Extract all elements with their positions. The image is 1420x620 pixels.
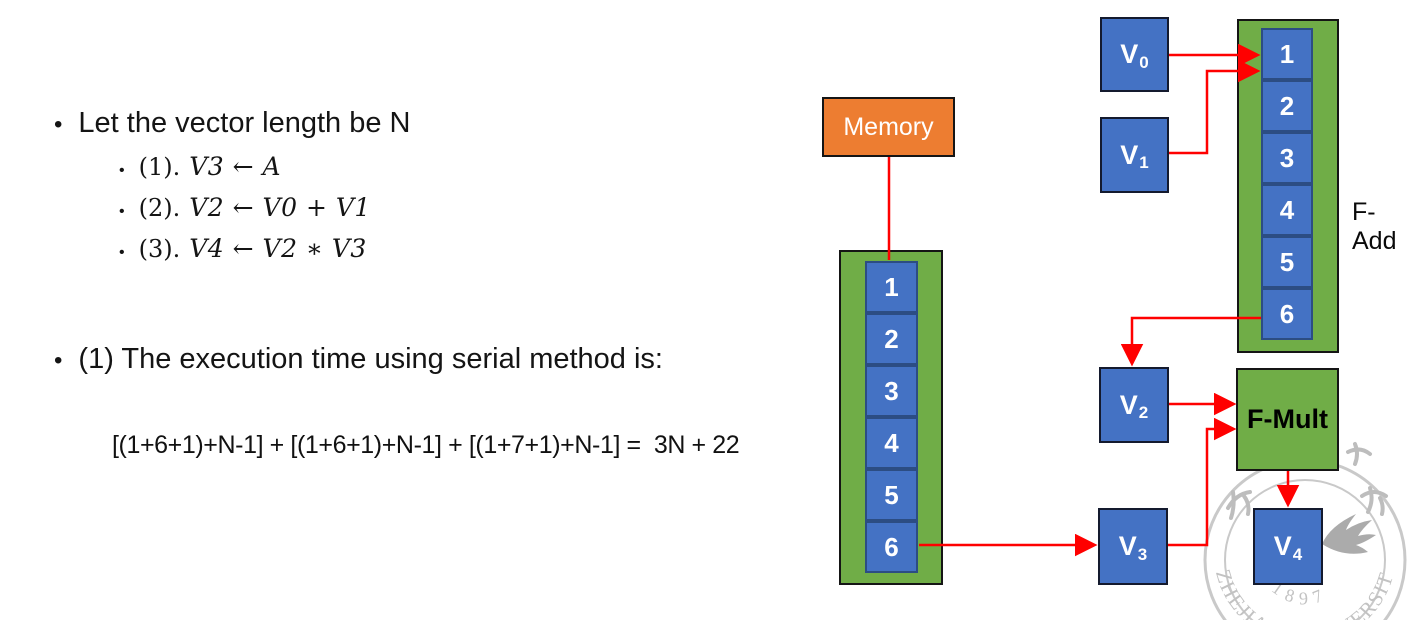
bullet-item-2: • (1) The execution time using serial me…	[54, 343, 663, 376]
bullet-icon: •	[119, 203, 125, 220]
seal-eagle-icon	[1322, 514, 1376, 554]
bullet-icon: •	[119, 244, 125, 261]
step-prefix: (2).	[138, 194, 181, 222]
bullet-icon: •	[54, 347, 63, 374]
fadd-cell-4: 4	[1261, 184, 1313, 236]
fadd-cell-6: 6	[1261, 288, 1313, 340]
register-subscript: 2	[1138, 403, 1149, 422]
register-label: V	[1120, 139, 1139, 170]
memory-cell-2: 2	[865, 313, 918, 365]
bullet1-text: Let the vector length be N	[78, 107, 411, 139]
register-subscript: 1	[1139, 153, 1149, 172]
register-label: V	[1273, 531, 1292, 561]
register-label: V	[1120, 39, 1139, 69]
bullet-icon: •	[119, 162, 125, 179]
fadd-cell-2: 2	[1261, 80, 1313, 132]
register-label: V	[1119, 389, 1138, 420]
seal-inner-ring	[1224, 479, 1386, 620]
step-prefix: (3).	[138, 235, 181, 263]
step-item-1: • (1). V3 ← A	[119, 152, 281, 181]
step-item-3: • (3). V4 ← V2 ∗ V3	[119, 234, 367, 263]
register-subscript: 0	[1139, 52, 1149, 72]
fadd-label: F-Add	[1352, 198, 1397, 255]
memory-cell-4: 4	[865, 417, 918, 469]
register-subscript: 4	[1292, 544, 1303, 564]
register-label: V	[1118, 531, 1137, 561]
fmult-box: F-Mult	[1236, 368, 1339, 471]
memory-cell-3: 3	[865, 365, 918, 417]
bullet-item-1: • Let the vector length be N	[54, 107, 411, 140]
memory-cell-1: 1	[865, 261, 918, 313]
formula-text: [(1+6+1)+N-1] + [(1+6+1)+N-1] + [(1+7+1)…	[112, 431, 740, 459]
step-math: V4 ← V2 ∗ V3	[189, 234, 367, 263]
fmult-label: F-Mult	[1247, 404, 1328, 434]
fadd-cell-3: 3	[1261, 132, 1313, 184]
register-subscript: 3	[1137, 544, 1148, 564]
step-item-2: • (2). V2 ← V0 + V1	[119, 193, 371, 222]
fadd-cell-1: 1	[1261, 28, 1313, 80]
step-math: V3 ← A	[189, 152, 282, 181]
bullet-icon: •	[54, 111, 63, 138]
memory-cell-6: 6	[865, 521, 918, 573]
bullet2-text: (1) The execution time using serial meth…	[78, 343, 663, 375]
step-math: V2 ← V0 + V1	[189, 193, 371, 222]
memory-label: Memory	[843, 112, 934, 141]
fadd-cell-5: 5	[1261, 236, 1313, 288]
step-prefix: (1).	[138, 153, 181, 181]
memory-box: Memory	[822, 97, 955, 157]
memory-cell-5: 5	[865, 469, 918, 521]
